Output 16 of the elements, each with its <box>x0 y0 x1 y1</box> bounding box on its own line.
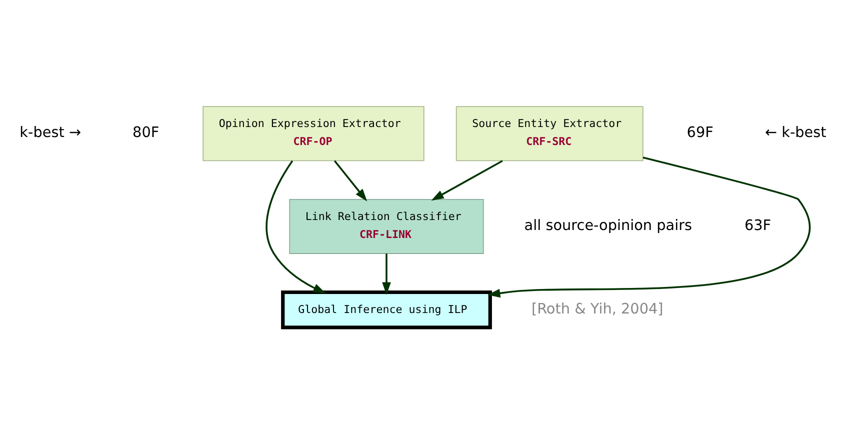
node-box: Link Relation Classifier CRF-LINK <box>289 198 484 254</box>
arrow <box>266 160 326 294</box>
label: k-best → <box>20 125 82 142</box>
arrow <box>382 254 391 295</box>
arrow <box>334 160 368 202</box>
node-box: Global Inference using ILP <box>281 290 492 330</box>
label: 69F <box>686 125 714 142</box>
label: ← k-best <box>764 125 826 142</box>
arrow <box>431 160 503 201</box>
label: all source-opinion pairs <box>524 218 692 234</box>
node-box: Source Entity Extractor CRF-SRC <box>456 106 644 162</box>
label: [Roth & Yih, 2004] <box>531 301 664 318</box>
label: 80F <box>132 125 160 142</box>
arrow <box>488 156 811 298</box>
label: 63F <box>744 218 772 234</box>
node-box: Opinion Expression Extractor CRF-OP <box>202 106 424 162</box>
